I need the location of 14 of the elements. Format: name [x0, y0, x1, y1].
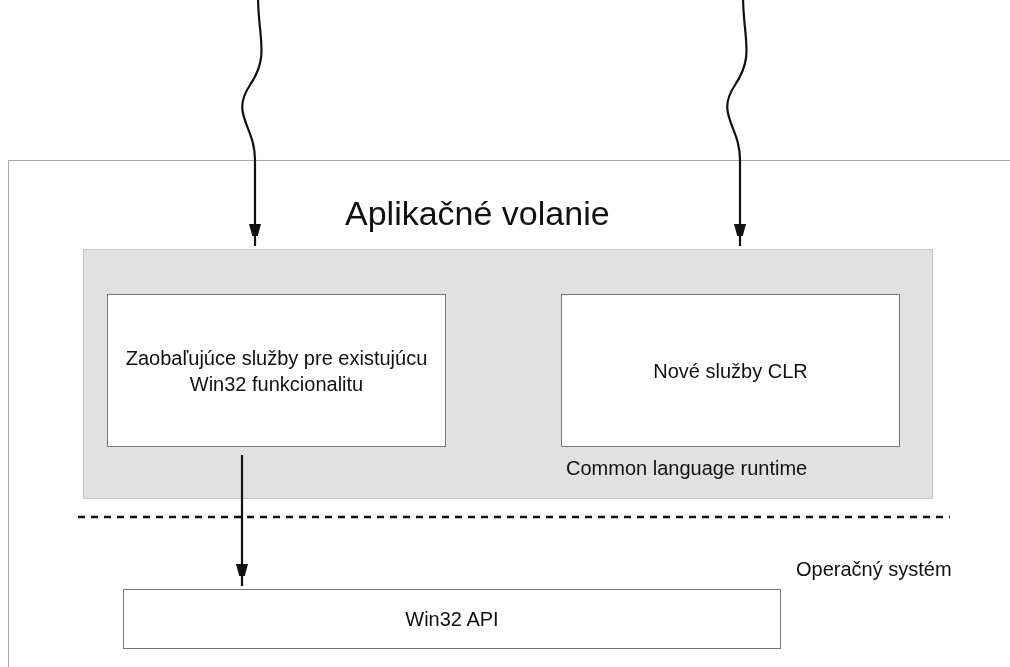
process-box	[561, 294, 900, 447]
box-label: Nové služby CLR	[652, 358, 809, 384]
panel-heading: Common language runtime	[566, 457, 808, 480]
frame-border	[8, 160, 1010, 667]
wavy-arrow	[241, 0, 263, 246]
runtime-panel	[83, 249, 933, 499]
process-box	[123, 589, 781, 649]
box-label: Zaobaľujúce služby pre existujúcu Win32 funkcionalitu	[124, 345, 429, 397]
process-box	[107, 294, 446, 447]
arrow	[236, 455, 248, 586]
section-heading: Aplikačné volanie	[345, 194, 610, 233]
box-label: Win32 API	[404, 607, 500, 632]
wavy-arrow	[726, 0, 748, 246]
divider-label: Operačný systém	[796, 558, 952, 581]
